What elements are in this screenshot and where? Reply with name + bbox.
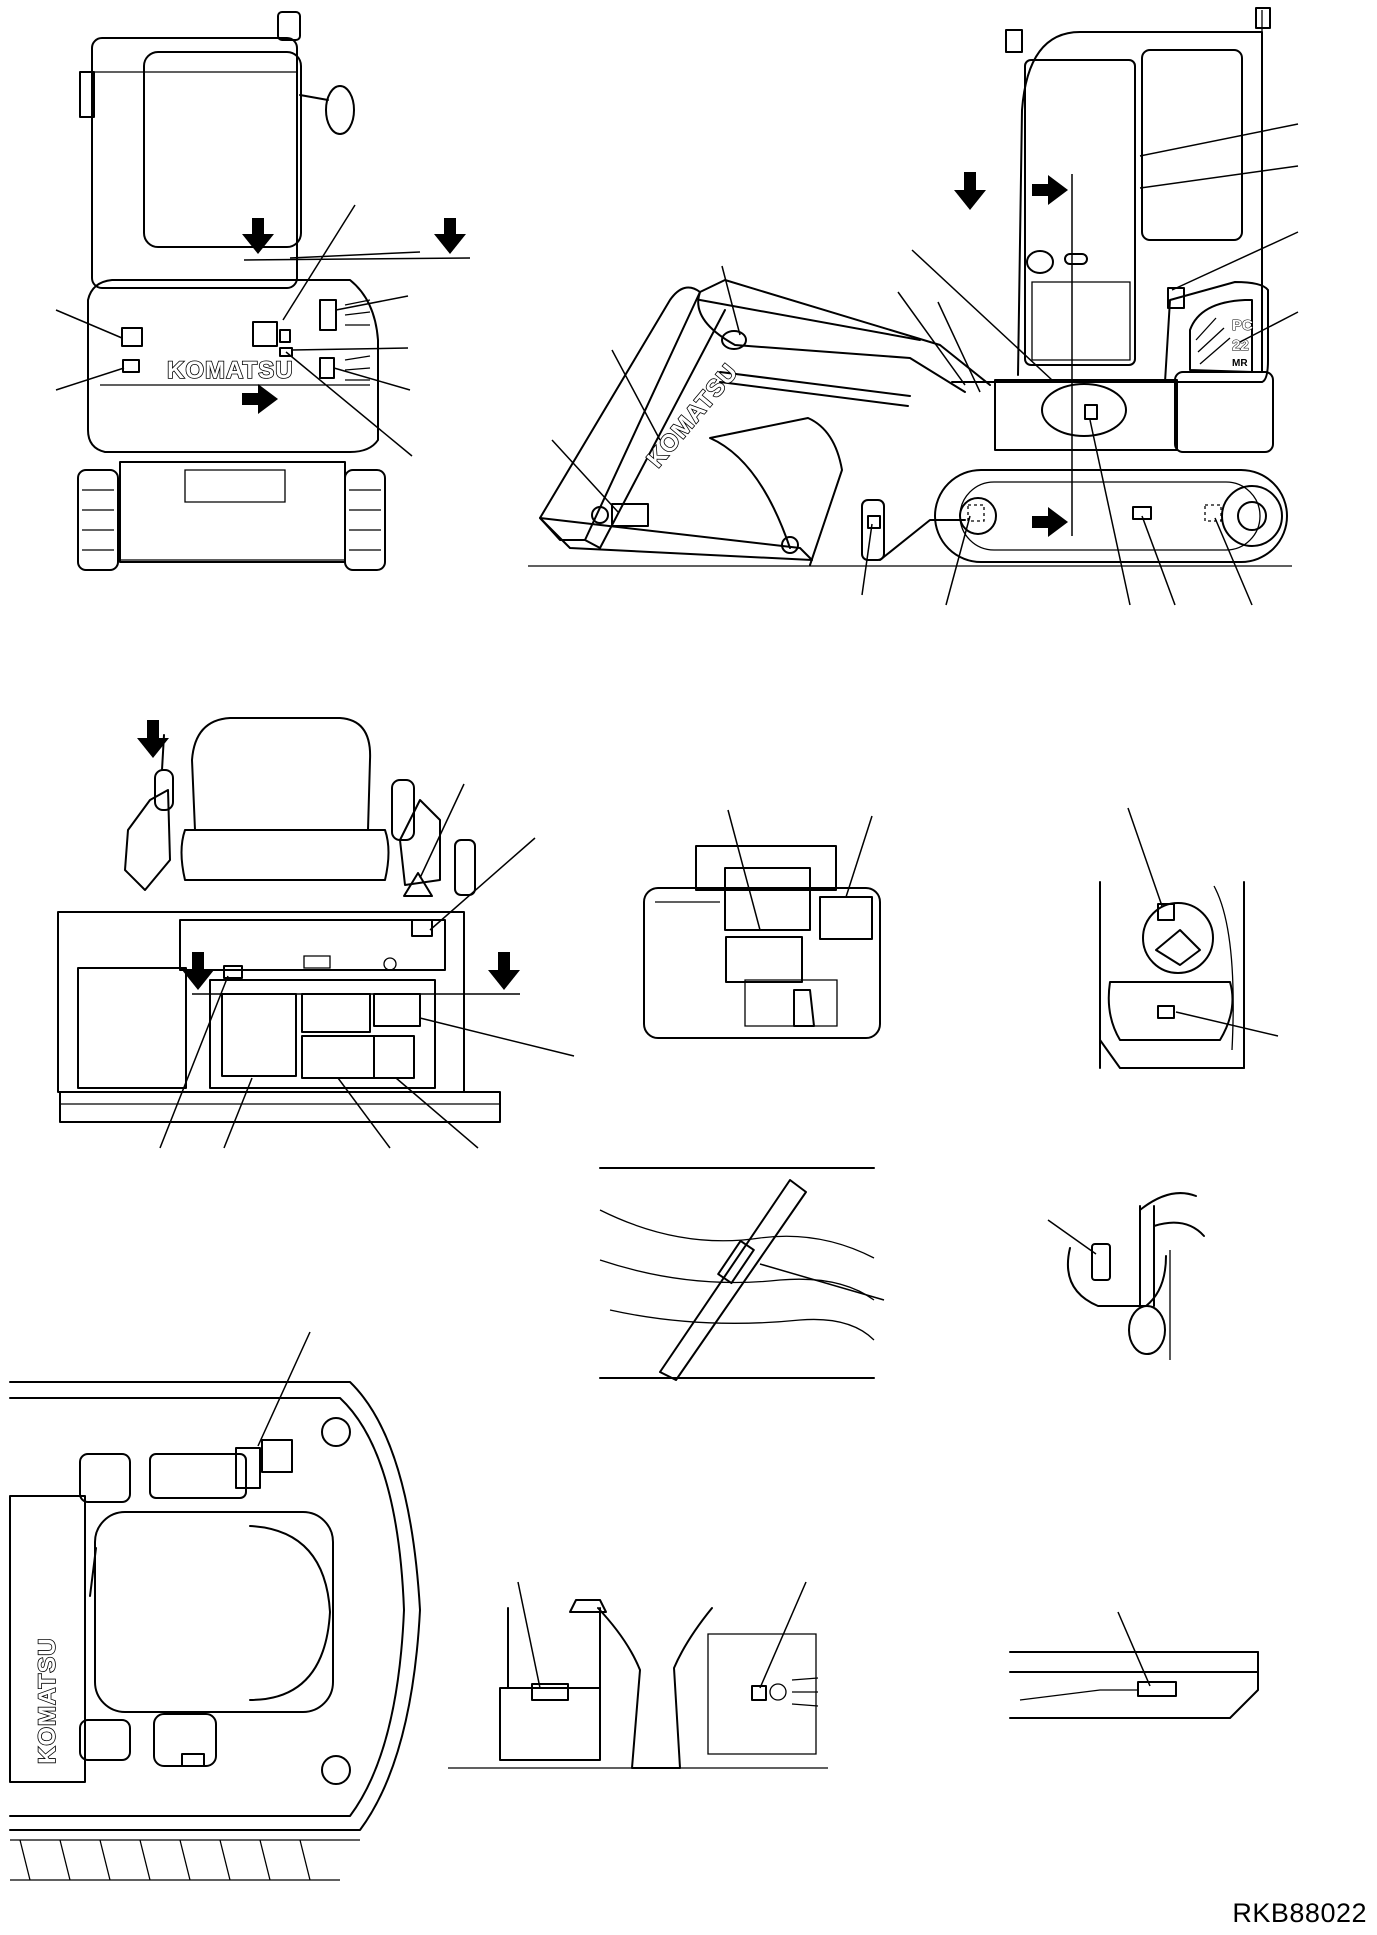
seat-rear-view	[58, 718, 574, 1148]
reference-code: RKB88022	[1232, 1898, 1367, 1928]
underfloor-view	[600, 1168, 884, 1380]
panel-detail-view	[644, 810, 880, 1038]
bracket-detail-view	[448, 1582, 828, 1768]
model-lettering-22: 22	[1232, 337, 1249, 354]
arrow-down-icon	[182, 952, 214, 990]
top-brand-lettering: KOMATSU	[34, 1637, 61, 1764]
side-view: PC 22 MR KOMATSU	[528, 8, 1298, 605]
arrow-down-icon	[488, 952, 520, 990]
inner-detail-view	[1100, 808, 1278, 1068]
top-view: KOMATSU	[10, 1332, 420, 1880]
rear-view: KOMATSU	[56, 12, 470, 570]
model-lettering-mr: MR	[1232, 358, 1248, 369]
arrow-down-icon	[242, 218, 274, 254]
arrow-right-icon	[242, 384, 278, 414]
arrow-down-icon	[434, 218, 466, 254]
floor-section-view	[1010, 1612, 1258, 1718]
model-lettering-pc: PC	[1232, 317, 1253, 334]
arrow-down-icon	[954, 172, 986, 210]
arrow-right-icon	[1032, 175, 1068, 205]
brand-lettering: KOMATSU	[167, 357, 294, 384]
arrow-down-icon	[137, 720, 169, 758]
arrow-right-icon	[1032, 507, 1068, 537]
boom-brand-lettering: KOMATSU	[642, 359, 744, 473]
hose-detail-view	[1048, 1193, 1204, 1360]
